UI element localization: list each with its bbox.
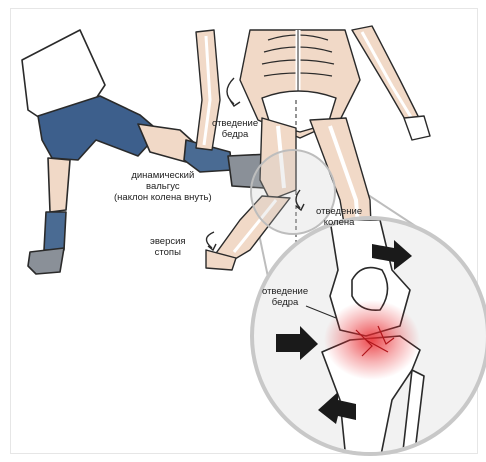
foot-rotation-arrow xyxy=(206,232,214,248)
label-foot-eversion: эверсия стопы xyxy=(150,236,186,258)
label-hip-adduction-line2: бедра xyxy=(212,129,258,140)
label-dynamic-valgus-line2: вальгус xyxy=(114,181,212,192)
label-hip-adduction-zoom-line2: бедра xyxy=(262,297,308,308)
label-foot-eversion-line2: стопы xyxy=(150,247,186,258)
label-knee-abduction-line2: колена xyxy=(316,217,362,228)
label-dynamic-valgus: динамический вальгус (наклон колена внут… xyxy=(114,170,212,203)
label-dynamic-valgus-line1: динамический xyxy=(114,170,212,181)
label-hip-adduction: отведение бедра xyxy=(212,118,258,140)
label-knee-abduction-line1: отведение xyxy=(316,206,362,217)
athlete-back-leg xyxy=(48,158,70,212)
athlete-back-sock xyxy=(44,212,66,250)
label-knee-abduction: отведение колена xyxy=(316,206,362,228)
label-hip-adduction-zoom-line1: отведение xyxy=(262,286,308,297)
injury-highlight xyxy=(324,300,420,380)
knee-zoom-circle xyxy=(252,218,486,460)
label-dynamic-valgus-line3: (наклон колена внуть) xyxy=(114,192,212,203)
label-hip-adduction-line1: отведение xyxy=(212,118,258,129)
label-hip-adduction-zoom: отведение бедра xyxy=(262,286,308,308)
right-hand xyxy=(404,116,430,140)
label-foot-eversion-line1: эверсия xyxy=(150,236,186,247)
athlete-back-shoe xyxy=(28,248,64,274)
